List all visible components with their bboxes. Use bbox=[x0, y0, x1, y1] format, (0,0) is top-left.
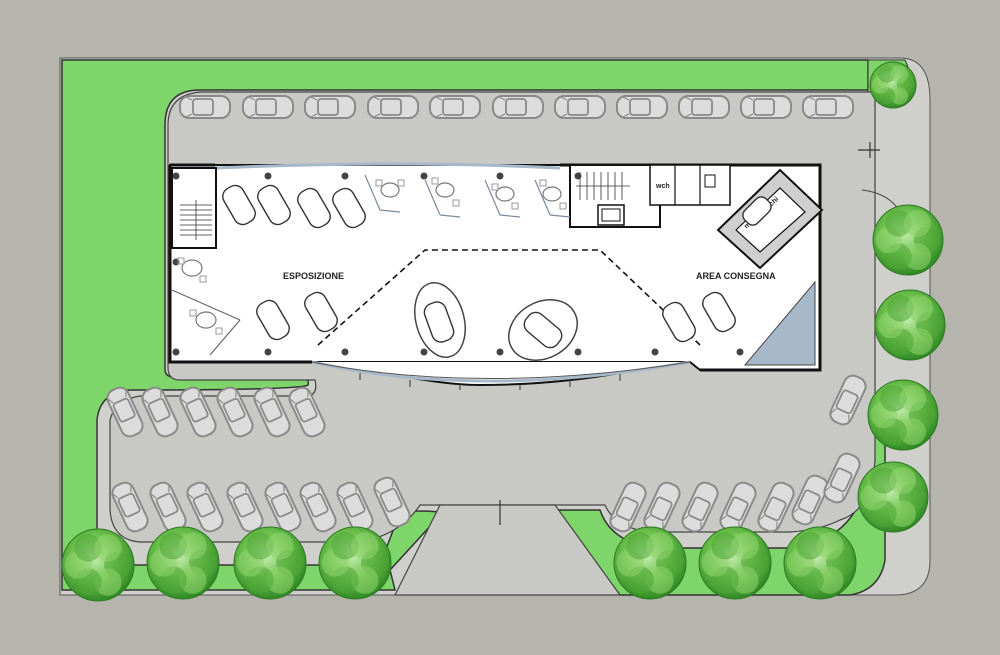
car-icon bbox=[554, 95, 606, 119]
car-icon bbox=[740, 95, 792, 119]
tree-icon bbox=[233, 526, 307, 600]
car-icon bbox=[179, 95, 231, 119]
table-icon bbox=[181, 182, 562, 329]
stairs-icon bbox=[576, 172, 630, 200]
delivery-label: AREA CONSEGNA bbox=[696, 271, 776, 281]
car-icon bbox=[304, 95, 356, 119]
tree-icon bbox=[857, 461, 929, 533]
display-platform bbox=[317, 249, 701, 346]
front-glass-facade bbox=[311, 360, 691, 383]
tree-icon bbox=[874, 289, 946, 361]
exhibition-label: ESPOSIZIONE bbox=[283, 271, 344, 281]
car-icon bbox=[256, 299, 290, 341]
car-icon bbox=[367, 95, 419, 119]
trees bbox=[61, 61, 946, 602]
car-icon bbox=[678, 95, 730, 119]
wc-label: wch bbox=[655, 183, 670, 190]
stairs-icon bbox=[180, 200, 212, 240]
car-icon bbox=[742, 196, 772, 226]
car-icon bbox=[802, 95, 854, 119]
car-icon bbox=[616, 95, 668, 119]
car-icon bbox=[702, 291, 736, 333]
tree-icon bbox=[61, 528, 135, 602]
car-icon bbox=[492, 95, 544, 119]
tree-icon bbox=[872, 204, 944, 276]
car-icon bbox=[662, 301, 696, 343]
tree-icon bbox=[146, 526, 220, 600]
showroom-building: wch montacarichi bbox=[168, 162, 824, 390]
tree-icon bbox=[867, 379, 939, 451]
tree-icon bbox=[318, 526, 392, 600]
car-icon bbox=[423, 301, 455, 343]
car-icon bbox=[257, 184, 291, 226]
tree-icon bbox=[869, 61, 917, 109]
access-road bbox=[394, 504, 622, 596]
car-icon bbox=[304, 291, 338, 333]
car-icon bbox=[429, 95, 481, 119]
tree-icon bbox=[613, 526, 687, 600]
top-glass-facade bbox=[214, 162, 561, 170]
car-icon bbox=[222, 184, 256, 226]
car-icon bbox=[297, 187, 331, 229]
glass-corner-east bbox=[743, 280, 816, 366]
freight-lift: montacarichi bbox=[716, 168, 824, 270]
tree-icon bbox=[698, 526, 772, 600]
tree-icon bbox=[783, 526, 857, 600]
car-icon bbox=[242, 95, 294, 119]
wc-room bbox=[649, 164, 731, 206]
west-stairwell bbox=[171, 167, 217, 249]
indoor-cars bbox=[222, 184, 772, 349]
car-icon bbox=[523, 311, 563, 349]
car-icon bbox=[332, 187, 366, 229]
